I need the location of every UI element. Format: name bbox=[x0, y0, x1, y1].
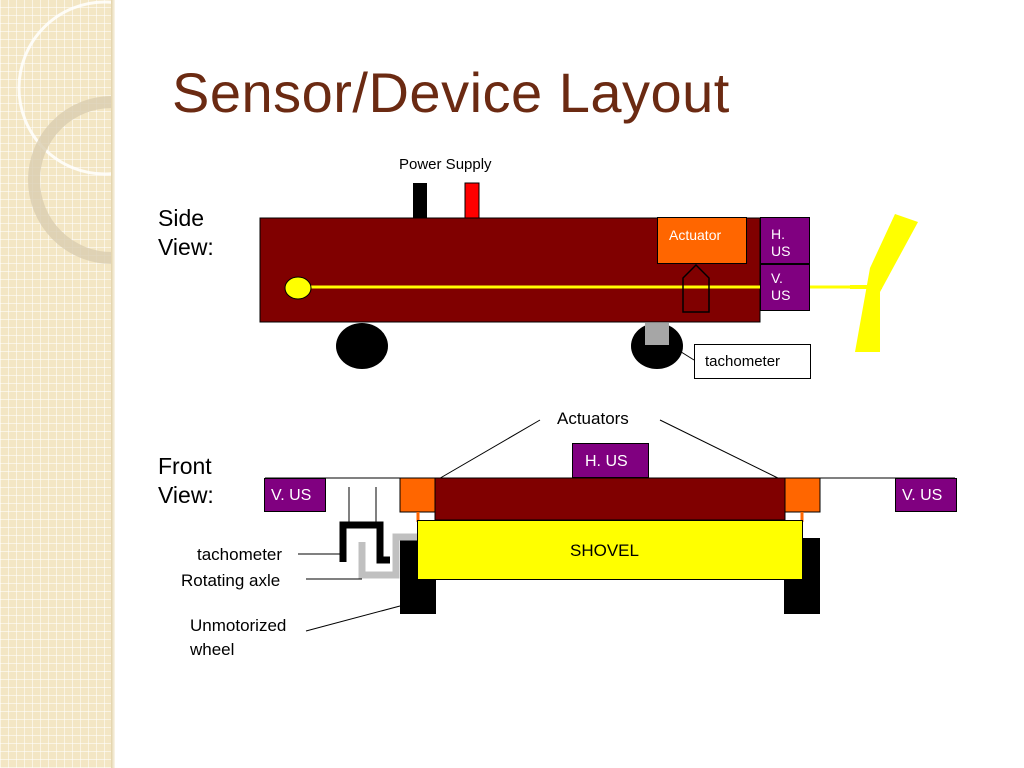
power-supply-red-terminal bbox=[464, 182, 480, 220]
front-view-heading: Front View: bbox=[158, 453, 214, 508]
side-actuator-box: Actuator bbox=[657, 217, 747, 264]
rotating-axle-shape bbox=[358, 533, 418, 579]
front-actuator-right bbox=[784, 477, 821, 513]
front-body bbox=[434, 477, 786, 521]
side-tachometer-label: tachometer bbox=[705, 353, 781, 370]
front-shovel-box: SHOVEL bbox=[417, 520, 803, 580]
decorative-sidebar bbox=[0, 0, 113, 768]
front-v-us-left-box: V. US bbox=[264, 478, 326, 512]
front-v-us-right-box: V. US bbox=[895, 478, 957, 512]
side-tachometer-leader bbox=[669, 344, 695, 361]
side-tachometer-block bbox=[645, 323, 669, 345]
actuator-arm-outline bbox=[682, 263, 710, 313]
side-wheel-right bbox=[631, 323, 683, 369]
unmotorized-wheel-leader bbox=[305, 605, 401, 632]
sidebar-edge bbox=[111, 0, 115, 768]
power-supply-black-terminal bbox=[413, 183, 427, 219]
front-h-us-box: H. US bbox=[572, 443, 649, 478]
slide-title: Sensor/Device Layout bbox=[172, 61, 730, 124]
front-actuator-left bbox=[399, 477, 436, 513]
side-axle-end bbox=[284, 276, 312, 300]
actuators-leader-left bbox=[429, 419, 541, 485]
unmotorized-wheel-label: Unmotorized wheel bbox=[190, 616, 287, 659]
side-view-heading: Side View: bbox=[158, 205, 214, 260]
tachometer-shape bbox=[339, 521, 390, 564]
rotating-axle-label: Rotating axle bbox=[181, 571, 281, 590]
actuators-label: Actuators bbox=[557, 409, 629, 428]
power-supply-label: Power Supply bbox=[399, 156, 492, 173]
side-v-us-box: V. US bbox=[760, 264, 810, 311]
front-tachometer-label: tachometer bbox=[197, 545, 283, 564]
front-shovel-label: SHOVEL bbox=[570, 541, 639, 560]
side-tachometer-label-box: tachometer bbox=[694, 344, 811, 379]
side-shovel-blade bbox=[855, 214, 918, 352]
actuators-leader-right bbox=[659, 419, 791, 485]
side-wheel-left bbox=[336, 323, 388, 369]
side-h-us-box: H. US bbox=[760, 217, 810, 264]
